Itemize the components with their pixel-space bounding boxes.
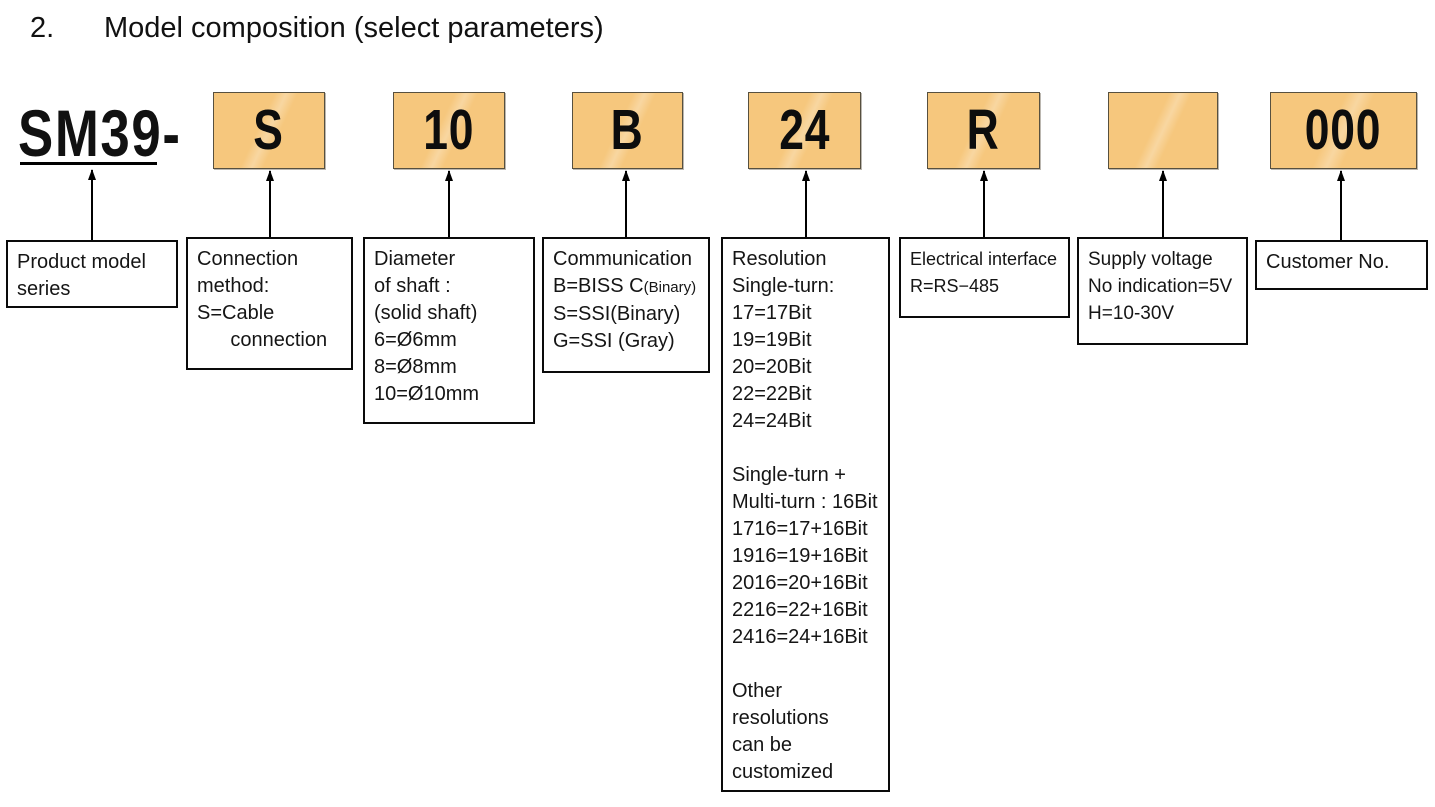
text-line: 2416=24+16Bit <box>732 626 868 648</box>
code-box-shaft-diameter: 10 <box>393 92 505 169</box>
text-line: 22=22Bit <box>732 383 812 405</box>
arrow-electrical-interface <box>979 170 988 237</box>
text-line: Other <box>732 680 783 702</box>
text-line: customized <box>732 761 834 783</box>
text-line: S=Cable <box>197 302 275 324</box>
text-line: Diameter <box>374 248 456 270</box>
code-box-electrical-interface: R <box>927 92 1040 169</box>
text-line: 1716=17+16Bit <box>732 518 868 540</box>
section-number: 2. <box>30 12 55 44</box>
code-box-connection-label: S <box>253 98 285 162</box>
text-line: Single-turn: <box>732 275 835 297</box>
arrow-shaft-diameter <box>444 170 453 237</box>
text-line: series <box>17 278 71 300</box>
arrow-customer-no <box>1336 170 1345 240</box>
text-line: Multi-turn : 16Bit <box>732 491 878 513</box>
param-box-product-model-series: Product model series <box>6 240 178 308</box>
section-title: Model composition (select parameters) <box>104 12 604 44</box>
text-line: No indication=5V <box>1088 276 1233 297</box>
code-box-customer-no-label: 000 <box>1305 98 1382 162</box>
text-line: (solid shaft) <box>374 302 478 324</box>
text-line: connection <box>197 329 328 351</box>
code-box-shaft-diameter-label: 10 <box>423 98 475 162</box>
text-line: 2216=22+16Bit <box>732 599 868 621</box>
text-line: Communication <box>553 248 692 270</box>
text-line <box>732 435 880 462</box>
text-line: 17=17Bit <box>732 302 812 324</box>
text-line: Customer No. <box>1266 251 1390 273</box>
arrow-supply-voltage <box>1158 170 1167 237</box>
text-line: Connection <box>197 248 299 270</box>
text-line: Supply voltage <box>1088 249 1213 270</box>
param-box-supply-voltage: Supply voltage No indication=5V H=10-30V <box>1077 237 1248 345</box>
text-line: can be <box>732 734 793 756</box>
arrow-connection-method <box>265 170 274 237</box>
text-line: resolutions <box>732 707 829 729</box>
text-line: 8=Ø8mm <box>374 356 457 378</box>
text-line: H=10-30V <box>1088 303 1175 324</box>
text-line <box>732 651 880 678</box>
code-box-communication: B <box>572 92 683 169</box>
text-line: 10=Ø10mm <box>374 383 480 405</box>
code-box-supply-voltage <box>1108 92 1218 169</box>
text-line: R=RS−485 <box>910 276 1000 296</box>
text-line: 24=24Bit <box>732 410 812 432</box>
code-box-customer-no: 000 <box>1270 92 1417 169</box>
arrow-communication <box>621 170 630 237</box>
model-prefix-underline <box>20 162 157 165</box>
code-box-resolution-label: 24 <box>778 98 831 162</box>
text-line: 2016=20+16Bit <box>732 572 868 594</box>
param-box-shaft-diameter: Diameter of shaft : (solid shaft) 6=Ø6mm 8=Ø… <box>363 237 535 424</box>
arrow-product-model-series <box>87 169 96 240</box>
code-box-electrical-interface-label: R <box>967 98 1000 162</box>
text-line: method: <box>197 275 270 297</box>
code-box-connection: S <box>213 92 325 169</box>
text-fragment: (Binary) <box>643 279 697 296</box>
text-line: G=SSI (Gray) <box>553 330 675 352</box>
param-box-connection-method: Connection method: S=Cable connection <box>186 237 353 370</box>
text-line: of shaft : <box>374 275 451 297</box>
text-line: Resolution <box>732 248 827 270</box>
text-line: Single-turn + <box>732 464 846 486</box>
text-line: 6=Ø6mm <box>374 329 457 351</box>
arrow-resolution <box>801 170 810 237</box>
text-line: Product model <box>17 251 146 273</box>
text-line: S=SSI(Binary) <box>553 303 681 325</box>
param-box-customer-no: Customer No. <box>1255 240 1428 290</box>
code-box-communication-label: B <box>611 98 644 162</box>
text-line: 20=20Bit <box>732 356 812 378</box>
text-line: B=BISS C(Binary) <box>553 273 700 301</box>
text-line: Electrical interface <box>910 249 1058 269</box>
text-line: 19=19Bit <box>732 329 812 351</box>
model-prefix: SM39- <box>18 96 182 170</box>
text-fragment: B=BISS C <box>553 275 644 297</box>
code-box-resolution: 24 <box>748 92 861 169</box>
text-line: 1916=19+16Bit <box>732 545 868 567</box>
